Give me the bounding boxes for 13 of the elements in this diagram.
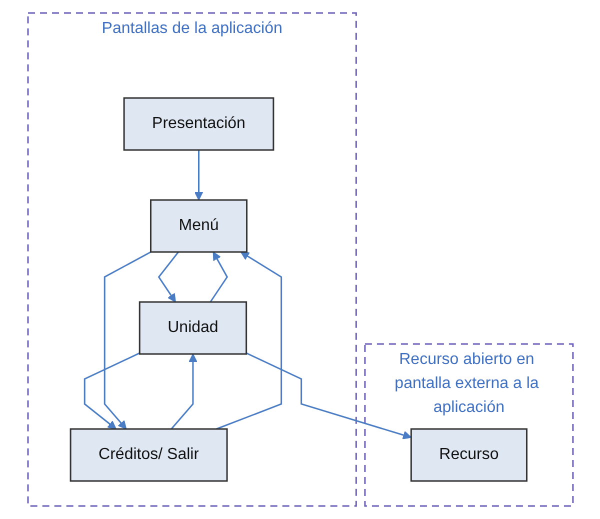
node-box: Presentación <box>122 97 274 151</box>
node-box: Unidad <box>138 301 247 355</box>
arrow <box>103 251 151 430</box>
arrow <box>246 352 412 440</box>
arrow <box>216 252 282 430</box>
arrow <box>157 252 178 302</box>
node-box: Menú <box>150 199 248 253</box>
arrow <box>170 354 197 430</box>
arrow <box>194 150 203 200</box>
arrow <box>83 352 140 430</box>
arrow <box>209 252 228 302</box>
node-box: Recurso <box>410 428 527 482</box>
node-box: Créditos/ Salir <box>69 428 228 482</box>
